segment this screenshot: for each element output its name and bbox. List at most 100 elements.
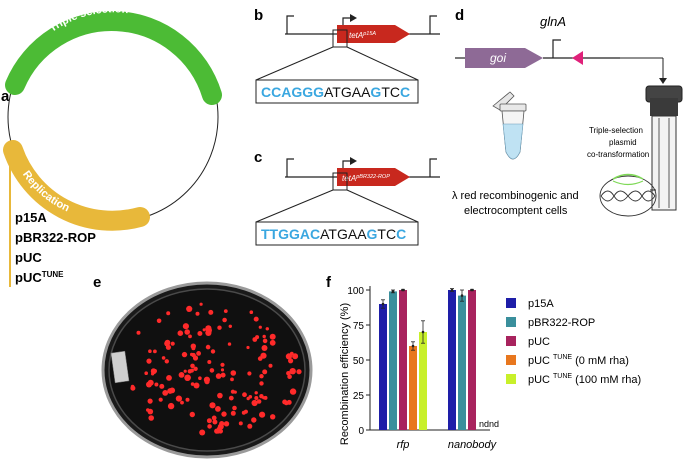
sequence-box-b: [255, 79, 419, 104]
colony: [230, 389, 235, 394]
legend-entry: pUC: [528, 336, 550, 348]
legend-swatch: [506, 298, 516, 308]
x-category-label: nanobody: [448, 439, 498, 451]
sequence-segment: ATGAA: [324, 84, 371, 100]
colony: [247, 423, 253, 429]
colony: [177, 330, 184, 337]
colony: [227, 342, 232, 346]
data-point: [470, 288, 474, 292]
sequence-segment: CCAGGG: [261, 84, 324, 100]
data-point: [450, 288, 454, 292]
colony: [183, 369, 187, 373]
glna-label: glnA: [540, 14, 566, 29]
colony: [230, 370, 237, 376]
panel-c: c tetApBR322-ROP TTGGACATGAAGTCC: [254, 149, 440, 246]
bar: [389, 291, 397, 430]
colony: [216, 407, 221, 412]
colony: [153, 349, 157, 354]
colony: [289, 388, 297, 395]
colony: [209, 368, 215, 373]
colony: [203, 376, 210, 383]
colony: [221, 411, 227, 417]
legend-swatch: [506, 336, 516, 346]
colony: [205, 327, 212, 334]
data-point: [391, 290, 395, 293]
colony: [243, 409, 248, 414]
legend-swatch: [506, 317, 516, 327]
colony: [185, 397, 190, 402]
sequence-segment: C: [400, 84, 410, 100]
y-tick-label: 100: [347, 286, 364, 297]
sequence-segment: G: [367, 226, 378, 242]
panel-label-e: e: [93, 274, 101, 291]
colony: [190, 363, 195, 369]
colony: [222, 317, 227, 323]
panel-f: f Recombination efficiency (%) 025507510…: [326, 274, 641, 451]
colony: [202, 328, 206, 332]
colony: [242, 392, 247, 398]
bar: [399, 290, 407, 430]
colony: [146, 408, 150, 412]
tetA-gene-b: [337, 25, 410, 43]
legend-entry: pBR322-ROP: [528, 317, 595, 329]
colony: [184, 374, 191, 381]
colony: [289, 368, 296, 375]
colony: [254, 396, 259, 400]
panel-e: e: [93, 274, 313, 459]
legend-swatch: [506, 374, 516, 384]
sequence-box-c: [255, 221, 419, 246]
legend-entry: p15A: [528, 298, 554, 310]
colony: [220, 362, 225, 367]
plasmid-label-line3: co-transformation: [587, 150, 649, 159]
zoom-connector-right-b: [346, 46, 419, 81]
colony: [146, 358, 152, 364]
colony: [154, 382, 159, 387]
panel-label-b: b: [254, 7, 263, 24]
colony: [261, 345, 268, 351]
zoom-connector-right-c: [346, 189, 419, 223]
colony: [190, 352, 194, 357]
plasmid-label-line2: plasmid: [609, 138, 637, 147]
colony: [287, 374, 292, 380]
colony: [230, 377, 234, 382]
panel-label-a: a: [1, 88, 10, 105]
colony: [178, 372, 185, 378]
colony: [189, 411, 195, 418]
colony: [181, 351, 188, 358]
colony: [166, 375, 172, 381]
y-tick-label: 50: [353, 356, 365, 367]
sequence-c: TTGGACATGAAGTCC: [261, 226, 406, 242]
replication-arc: [3, 140, 150, 231]
colony: [147, 398, 153, 404]
colony: [205, 344, 211, 350]
colony: [248, 395, 253, 399]
nd-label: nd: [479, 419, 489, 429]
colony: [217, 392, 223, 399]
colony: [228, 324, 232, 328]
terminator-left-b: [286, 15, 294, 34]
colony: [254, 391, 258, 395]
colony: [187, 369, 192, 374]
sequence-segment: C: [396, 226, 406, 242]
colony: [130, 384, 135, 389]
panel-a: a Triple selection Replication p15A pBR3…: [1, 3, 222, 287]
zoom-connector-left-b: [255, 46, 334, 81]
panel-label-d: d: [455, 7, 464, 24]
plasmid-label-line1: Triple-selection: [589, 126, 643, 135]
colony: [296, 369, 302, 375]
bar: [379, 304, 387, 430]
colony: [136, 330, 141, 335]
colony: [292, 353, 299, 360]
colony: [256, 399, 262, 404]
colony: [269, 339, 276, 346]
colony: [166, 311, 171, 316]
colony: [258, 325, 262, 329]
colony: [207, 360, 212, 364]
colony: [259, 411, 266, 418]
supercoiled-plasmid-icon: [599, 173, 657, 217]
colony: [208, 309, 214, 315]
